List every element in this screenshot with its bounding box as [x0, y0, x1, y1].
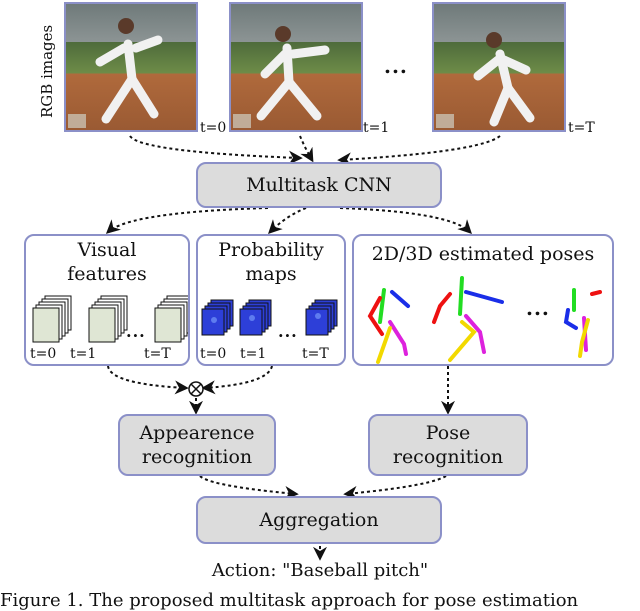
visual-ellipsis: ...	[126, 322, 146, 341]
pose-recognition-box: Pose recognition	[368, 414, 528, 476]
figure-caption: Figure 1. The proposed multitask approac…	[0, 590, 579, 611]
visual-features-panel: Visual features	[24, 234, 190, 366]
visual-label-tT: t=T	[144, 346, 171, 362]
visual-features-title-1: Visual	[77, 239, 137, 261]
aggregation-label: Aggregation	[259, 509, 379, 531]
rgb-label-t1: t=1	[363, 120, 390, 136]
probability-stacks	[201, 299, 338, 336]
probability-maps-title-1: Probability	[218, 239, 324, 261]
probability-label-t1: t=1	[240, 346, 267, 362]
action-output: Action: "Baseball pitch"	[211, 560, 429, 581]
multitask-cnn-label: Multitask CNN	[246, 174, 392, 196]
combine-operator-icon	[188, 381, 204, 397]
appearance-recognition-line2: recognition	[141, 446, 253, 468]
estimated-poses-title: 2D/3D estimated poses	[371, 243, 595, 265]
appearance-recognition-line1: Appearence	[139, 422, 255, 444]
rgb-ellipsis: ...	[384, 54, 408, 78]
probability-maps-title-2: maps	[245, 263, 297, 285]
probability-maps-panel: Probability maps ...	[196, 234, 346, 366]
rgb-frame-tT	[432, 2, 566, 132]
probability-label-tT: t=T	[302, 346, 329, 362]
estimated-poses-panel: 2D/3D estimated poses	[352, 234, 614, 366]
rgb-label-t0: t=0	[200, 120, 227, 136]
probability-ellipsis: ...	[278, 322, 298, 341]
visual-features-title-2: features	[67, 263, 147, 285]
pose-recognition-line1: Pose	[425, 422, 471, 444]
visual-label-t1: t=1	[70, 346, 97, 362]
visual-label-t0: t=0	[30, 346, 57, 362]
poses-ellipsis: ...	[526, 296, 550, 320]
pose-recognition-line2: recognition	[392, 446, 504, 468]
feature-stacks	[32, 295, 188, 343]
appearance-recognition-box: Appearence recognition	[118, 414, 276, 476]
aggregation-box: Aggregation	[196, 496, 442, 544]
rgb-frame-t1	[229, 2, 363, 132]
multitask-cnn-box: Multitask CNN	[196, 162, 442, 208]
pose-skeletons	[367, 276, 602, 364]
rgb-frame-t0	[64, 2, 198, 132]
rgb-label-tT: t=T	[568, 120, 595, 136]
probability-label-t0: t=0	[200, 346, 227, 362]
